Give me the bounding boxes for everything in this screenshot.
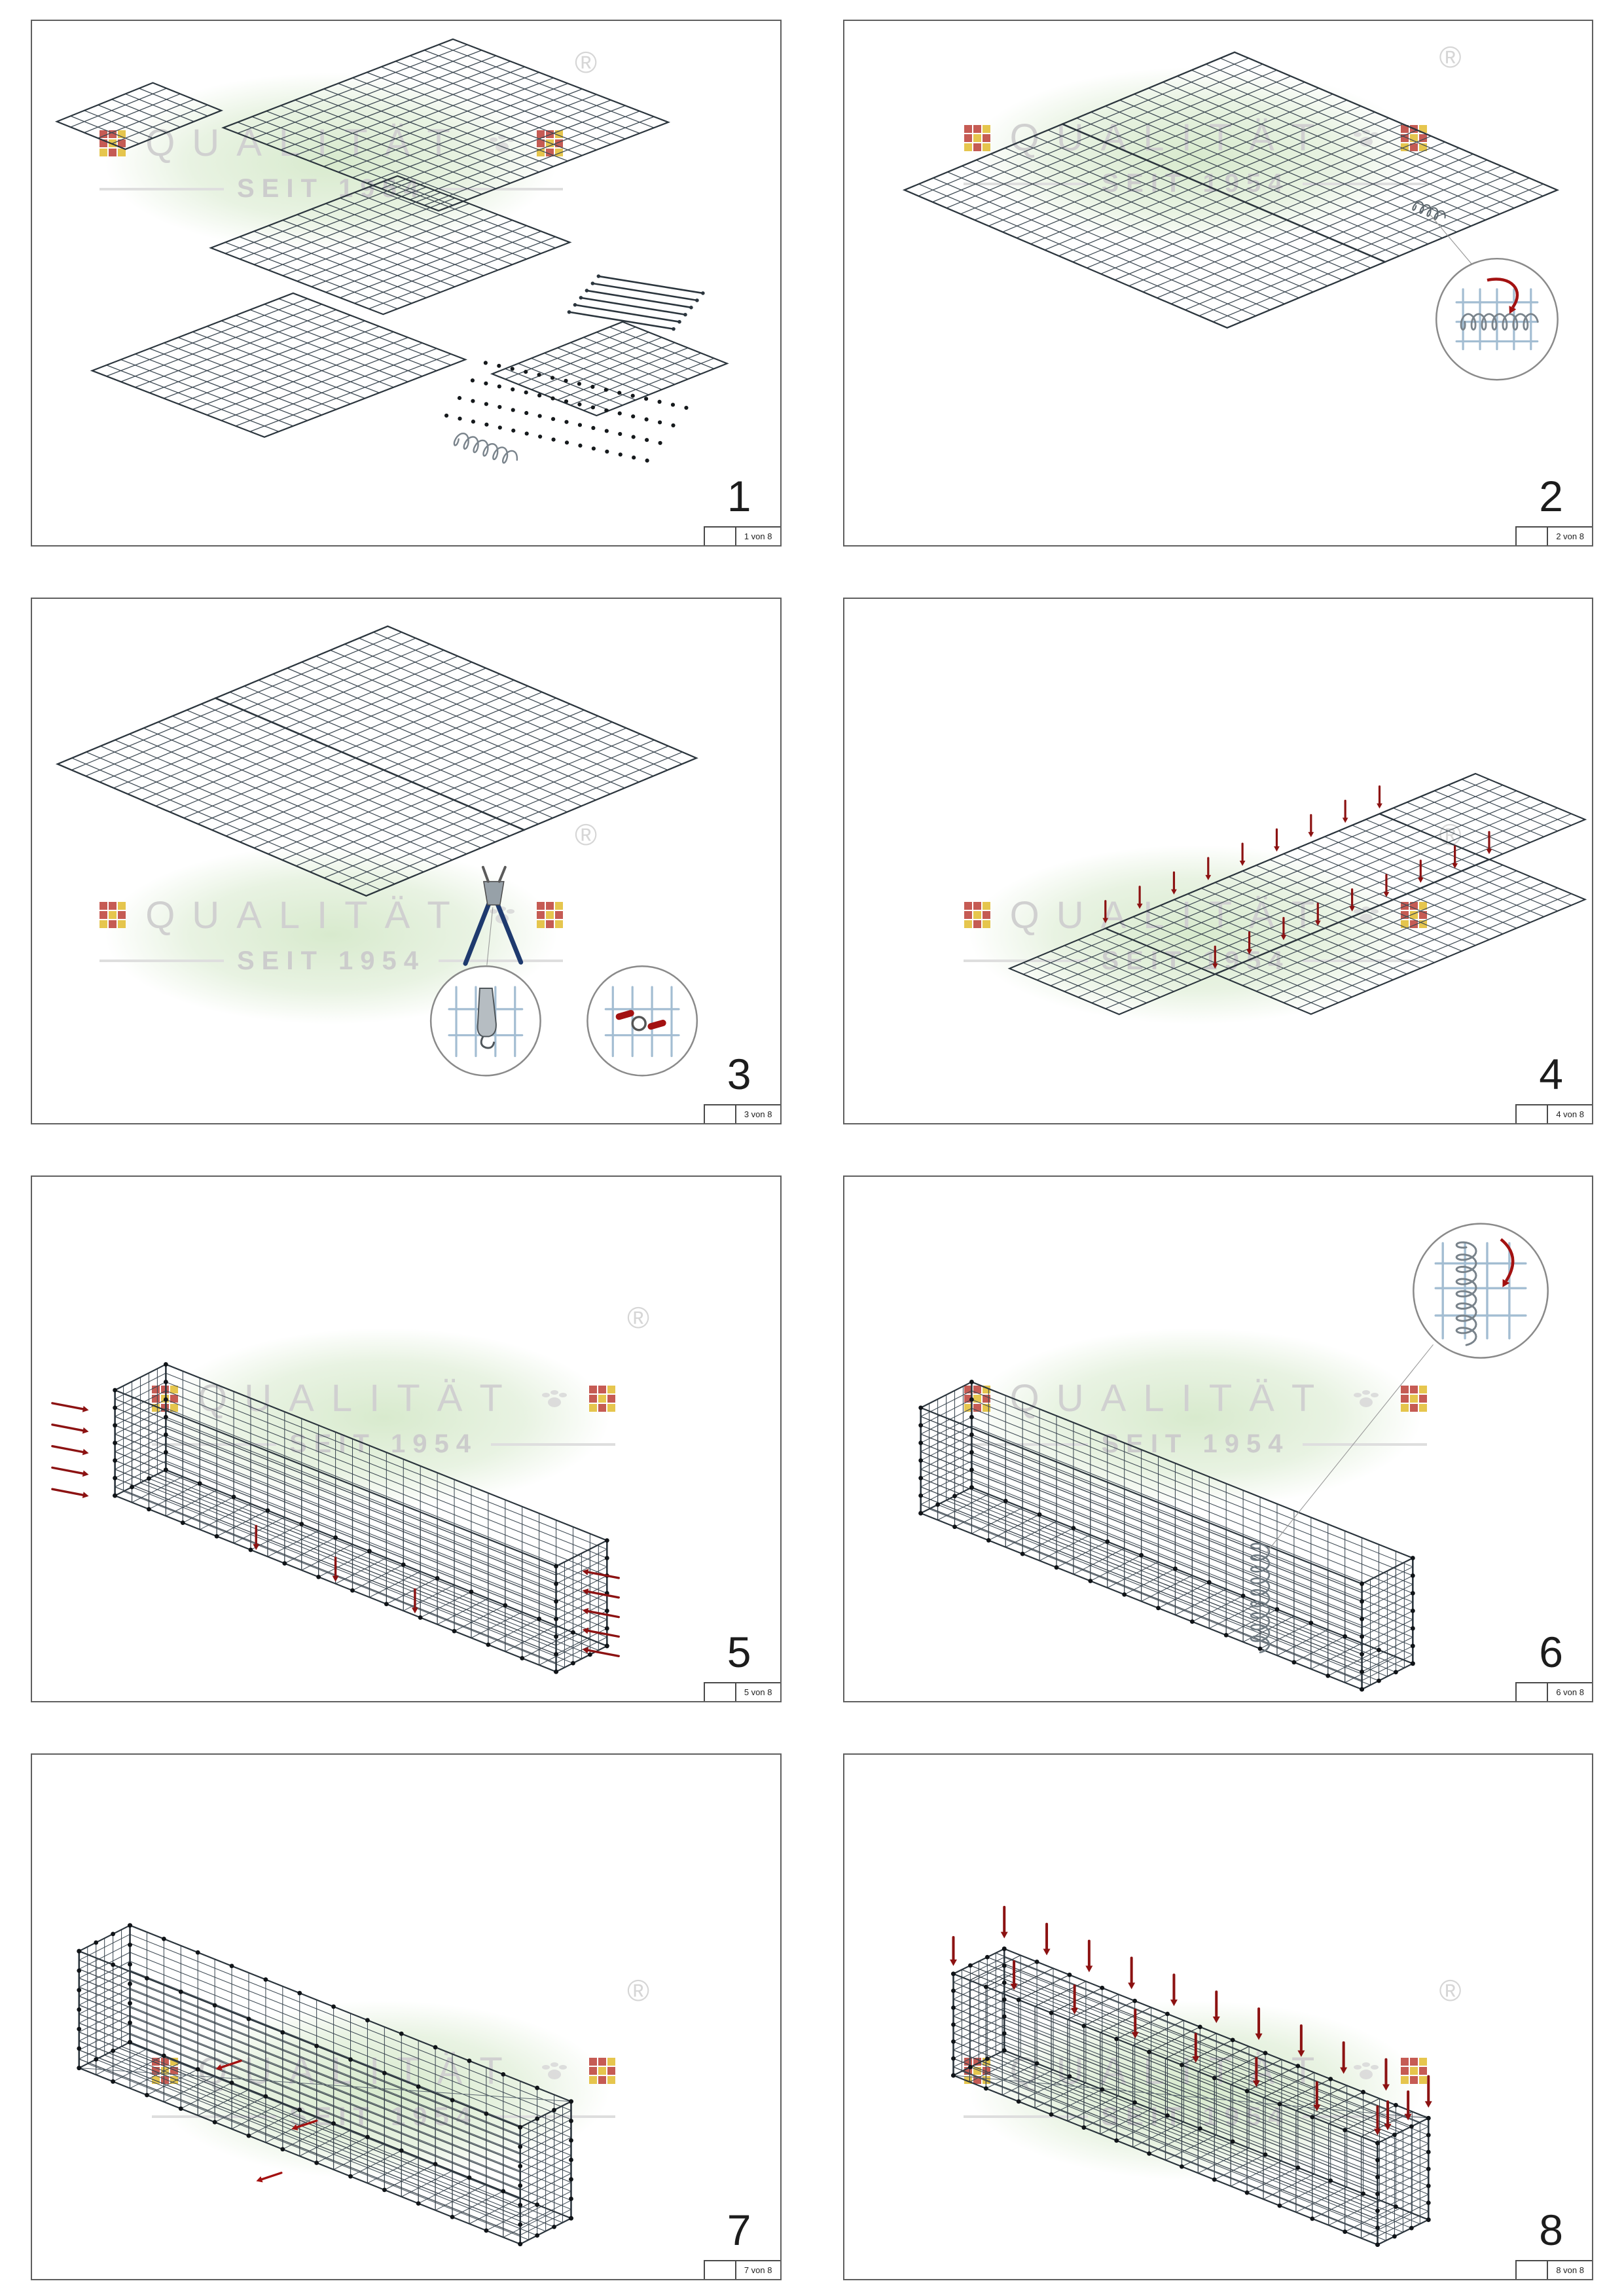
title-block-cell bbox=[1517, 1105, 1549, 1123]
sheet-title-block: 8 von 8 bbox=[1515, 2260, 1593, 2279]
page-count-label: 8 von 8 bbox=[1556, 2265, 1584, 2275]
step-number: 1 bbox=[727, 472, 751, 520]
step-panel-2: ® QUALITÄT SEIT 1954 2 2 von 8 bbox=[842, 20, 1593, 547]
clip-fastening-illustration bbox=[55, 625, 698, 1077]
sheet-title-block: 1 von 8 bbox=[703, 526, 780, 545]
step-number: 6 bbox=[1539, 1628, 1563, 1676]
sheet-title-block: 6 von 8 bbox=[1515, 1682, 1593, 1701]
sheet-title-block: 3 von 8 bbox=[703, 1104, 780, 1123]
assembled-basket-pins-illustration bbox=[51, 1362, 620, 1674]
page-count-label: 7 von 8 bbox=[744, 2265, 772, 2275]
step-panel-3: ® QUALITÄT SEIT 1954 3 3 von 8 bbox=[31, 598, 782, 1124]
title-block-cell bbox=[705, 528, 736, 545]
step-panel-1: ® QUALITÄT SEIT 1954 1 1 von 8 bbox=[31, 20, 782, 547]
step-panel-8: ® QUALITÄT SEIT 1954 8 8 von 8 bbox=[842, 1753, 1593, 2280]
title-block-cell bbox=[705, 2261, 736, 2279]
step-panel-7: ® QUALITÄT SEIT 1954 7 7 von 8 bbox=[31, 1753, 782, 2280]
fold-up-walls-illustration bbox=[1007, 772, 1587, 1015]
sheet-title-block: 5 von 8 bbox=[703, 1682, 780, 1701]
step-number: 2 bbox=[1539, 472, 1563, 520]
parts-overview-illustration bbox=[54, 38, 729, 464]
page-count-label: 3 von 8 bbox=[744, 1109, 772, 1119]
page-count-label: 5 von 8 bbox=[744, 1687, 772, 1697]
title-block-cell bbox=[705, 1105, 736, 1123]
title-block-cell bbox=[1517, 1683, 1549, 1701]
spiral-connection-illustration bbox=[902, 51, 1559, 381]
step-number: 3 bbox=[727, 1050, 751, 1098]
inner-clips-illustration bbox=[77, 1923, 573, 2247]
title-block-cell bbox=[1517, 528, 1549, 545]
page-count-label: 4 von 8 bbox=[1556, 1109, 1584, 1119]
sheet-title-block: 7 von 8 bbox=[703, 2260, 780, 2279]
step-panel-5: ® QUALITÄT SEIT 1954 5 5 von 8 bbox=[31, 1175, 782, 1702]
step-number: 4 bbox=[1539, 1050, 1563, 1098]
step-number: 5 bbox=[727, 1628, 751, 1676]
page-count-label: 6 von 8 bbox=[1556, 1687, 1584, 1697]
corner-spiral-illustration bbox=[918, 1223, 1549, 1692]
title-block-cell bbox=[705, 1683, 736, 1701]
step-number: 7 bbox=[727, 2206, 751, 2254]
step-panel-6: ® QUALITÄT SEIT 1954 6 6 von 8 bbox=[842, 1175, 1593, 1702]
sheet-title-block: 4 von 8 bbox=[1515, 1104, 1593, 1123]
title-block-cell bbox=[1517, 2261, 1549, 2279]
step-number: 8 bbox=[1539, 2206, 1563, 2254]
step-panel-4: ® QUALITÄT SEIT 1954 4 4 von 8 bbox=[842, 598, 1593, 1124]
close-lid-spirals-illustration bbox=[949, 1905, 1432, 2248]
page-count-label: 2 von 8 bbox=[1556, 531, 1584, 541]
sheet-title-block: 2 von 8 bbox=[1515, 526, 1593, 545]
page-count-label: 1 von 8 bbox=[744, 531, 772, 541]
